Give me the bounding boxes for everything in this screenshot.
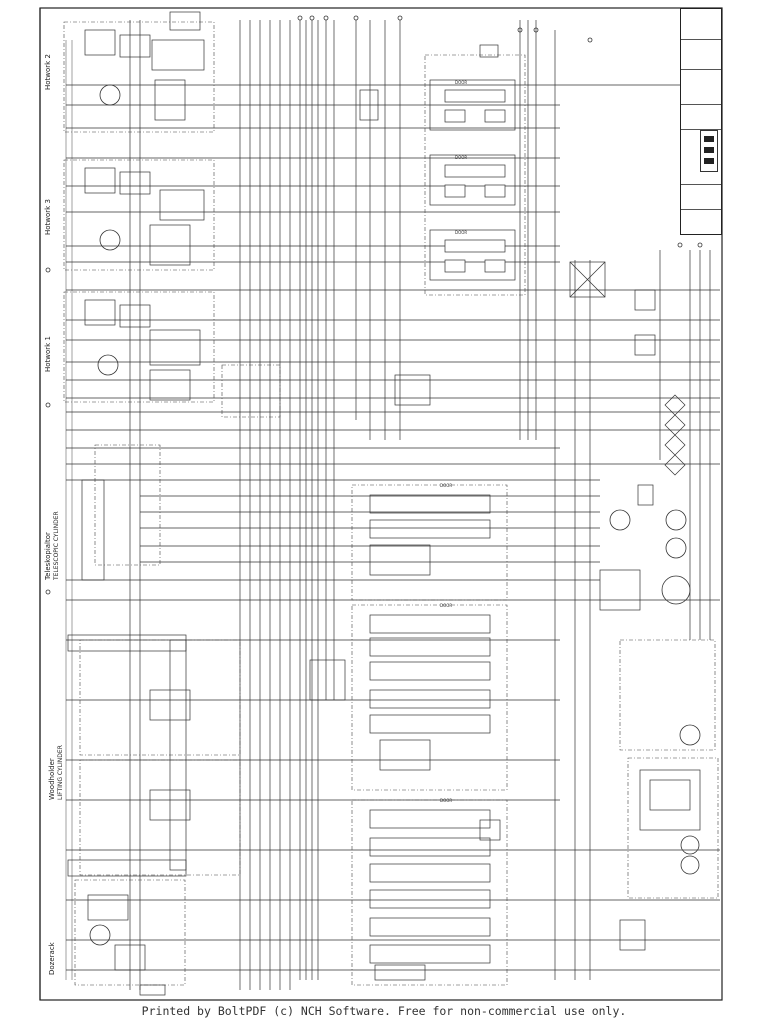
label-lifting-cylinder: LIFTING CYLINDER bbox=[57, 745, 64, 800]
label-hotwork-2: Hotwork 2 bbox=[44, 54, 52, 90]
drawing-frame bbox=[39, 7, 723, 1001]
label-telescopic-cylinder-en: TELESCOPIC CYLINDER bbox=[53, 511, 60, 580]
label-hotwork-1: Hotwork 1 bbox=[44, 336, 52, 372]
center-valve-bank-lower bbox=[369, 809, 501, 981]
label-hotwork-3: Hotwork 3 bbox=[44, 199, 52, 235]
label-telescopic-cylinder: Teleskopialtor bbox=[44, 532, 52, 580]
svg-text:DOOR: DOOR bbox=[455, 80, 467, 85]
svg-text:DOOR: DOOR bbox=[440, 798, 452, 803]
hotwork-valve-blocks bbox=[84, 11, 205, 401]
left-cylinders bbox=[67, 479, 191, 996]
company-logo bbox=[700, 130, 718, 172]
center-valve-bank-middle bbox=[309, 494, 491, 771]
title-block-row bbox=[681, 104, 721, 105]
title-block-row bbox=[681, 209, 721, 210]
logo-bar bbox=[704, 136, 714, 142]
label-dozer: Dozerack bbox=[48, 942, 56, 975]
svg-text:DOOR: DOOR bbox=[455, 230, 467, 235]
title-block bbox=[680, 8, 722, 235]
svg-text:DOOR: DOOR bbox=[455, 155, 467, 160]
label-woodholder: Woodholder bbox=[48, 758, 56, 800]
horizontal-pipe-runs bbox=[66, 84, 720, 971]
title-block-row bbox=[681, 39, 721, 40]
footer-watermark: Printed by BoltPDF (c) NCH Software. Fre… bbox=[141, 1004, 627, 1018]
main-pipe-bus bbox=[65, 20, 711, 990]
connection-markers bbox=[45, 15, 703, 595]
title-block-row bbox=[681, 69, 721, 70]
title-block-row bbox=[681, 184, 721, 185]
logo-bar bbox=[704, 147, 714, 153]
center-valve-bank-upper bbox=[359, 44, 516, 406]
annotation-ticks: DOOR DOOR DOOR DOOR DOOR DOOR bbox=[440, 80, 467, 803]
logo-bar bbox=[704, 158, 714, 164]
svg-text:DOOR: DOOR bbox=[440, 483, 452, 488]
title-block-row bbox=[681, 129, 721, 130]
component-boundaries bbox=[63, 21, 719, 986]
svg-text:DOOR: DOOR bbox=[440, 603, 452, 608]
right-side-components bbox=[569, 261, 701, 951]
